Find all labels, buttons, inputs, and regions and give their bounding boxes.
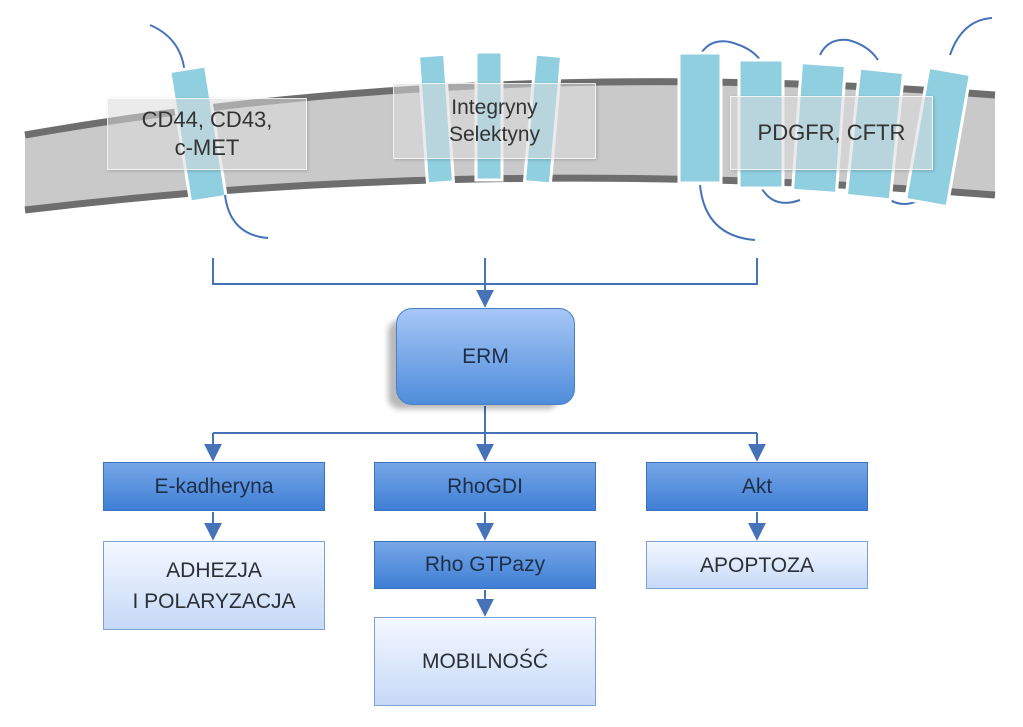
collector-connector (212, 258, 758, 308)
erm-node: ERM (396, 308, 575, 405)
adhesion-polarization-node: ADHEZJA I POLARYZACJA (103, 541, 325, 630)
mobility-node: MOBILNOŚĆ (374, 617, 596, 706)
rhogdi-node: RhoGDI (374, 462, 596, 511)
distribution-connector (204, 406, 766, 462)
akt-node: Akt (646, 462, 868, 511)
branch-arrows (204, 512, 766, 617)
label-integrins-selectins: Integryny Selektyny (393, 83, 596, 159)
apoptosis-node: APOPTOZA (646, 541, 868, 589)
rho-gtpases-node: Rho GTPazy (374, 541, 596, 589)
e-cadherin-node: E-kadheryna (103, 462, 325, 511)
label-cd44-cd43-cmet: CD44, CD43, c-MET (107, 98, 307, 170)
label-pdgfr-cftr: PDGFR, CFTR (730, 96, 933, 170)
